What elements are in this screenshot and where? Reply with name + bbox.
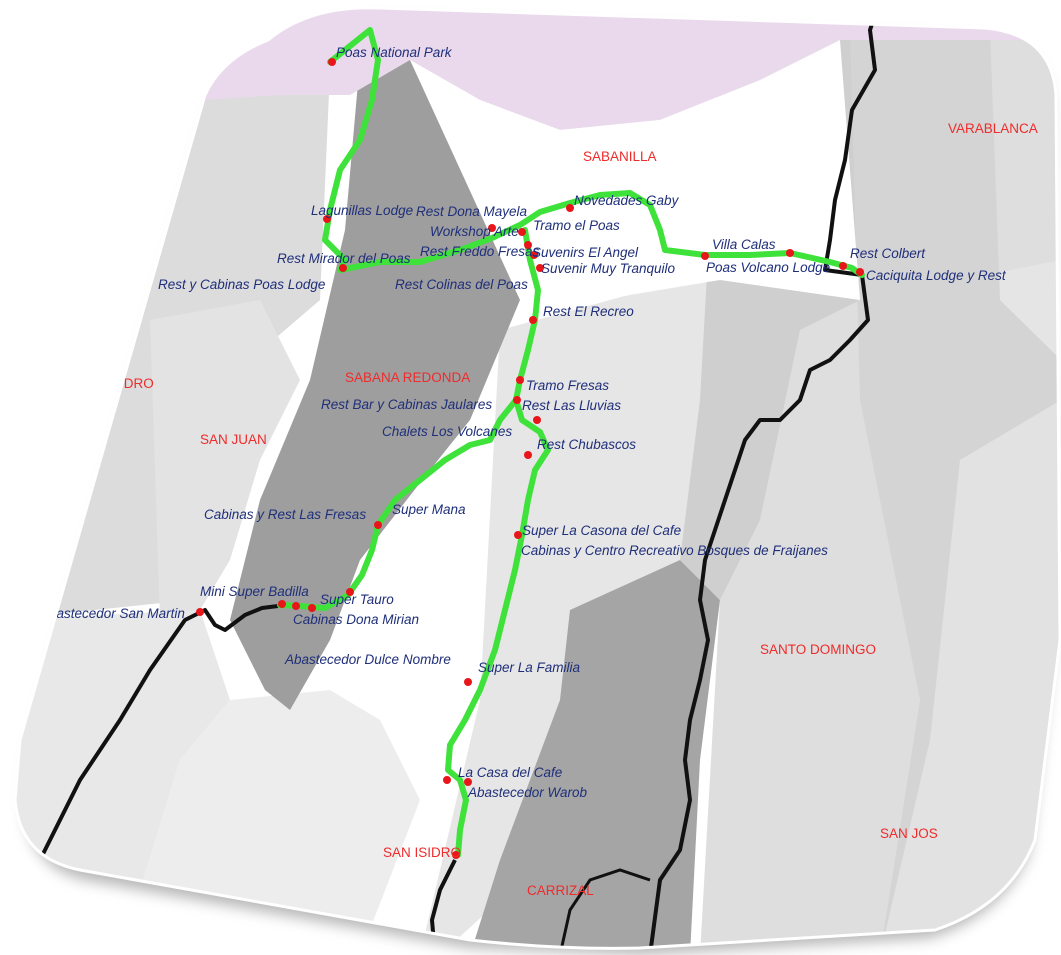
poi-dot[interactable] [339,264,347,272]
district-san-isidro: SAN ISIDRO [383,845,461,860]
label-rest-lluvias[interactable]: Rest Las Lluvias [522,398,621,413]
label-rest-dona-mayela[interactable]: Rest Dona Mayela [416,204,528,219]
poi-dot[interactable] [516,376,524,384]
boundary-carrizal [558,868,651,949]
poi-dot[interactable] [524,451,532,459]
poi-dot[interactable] [443,776,451,784]
district-varablanca: VARABLANCA [948,121,1038,136]
label-super-casona[interactable]: Super La Casona del Cafe [522,523,681,538]
poi-markers [196,58,864,859]
label-villa-calas[interactable]: Villa Calas [712,237,776,252]
label-rest-mirador[interactable]: Rest Mirador del Poas [277,251,411,266]
label-poas-park[interactable]: Poas National Park [336,45,453,60]
poi-dot[interactable] [518,228,526,236]
label-tramo-poas[interactable]: Tramo el Poas [533,218,620,233]
poi-dot[interactable] [464,778,472,786]
poi-dot[interactable] [292,602,300,610]
district-san-jose: SAN JOS [880,826,938,841]
label-super-tauro[interactable]: Super Tauro [320,592,394,607]
label-super-familia[interactable]: Super La Familia [478,660,581,675]
poi-dot[interactable] [529,316,537,324]
poi-dot[interactable] [488,224,496,232]
poi-dot[interactable] [374,521,382,529]
region-sabana-redonda [230,60,520,710]
poi-dot[interactable] [452,851,460,859]
district-labels: VARABLANCA SABANILLA SABANA REDONDA IDRO… [120,121,1038,898]
poi-dot[interactable] [308,604,316,612]
label-suvenirs-angel[interactable]: Suvenirs El Angel [532,245,639,260]
label-rest-chubascos[interactable]: Rest Chubascos [537,437,636,452]
label-suvenir-tranquilo[interactable]: Suvenir Muy Tranquilo [541,261,676,276]
boundary-east [648,7,882,949]
poi-dot[interactable] [856,268,864,276]
poi-labels: Poas National Park Novedades Gaby Laguni… [39,45,1007,800]
poi-dot[interactable] [328,58,336,66]
label-cabinas-dona-mirian[interactable]: Cabinas Dona Mirian [293,612,419,627]
card-edge [13,6,1061,950]
poi-dot[interactable] [524,241,532,249]
region-light-sanjuan [150,300,300,620]
label-abastecedor-warob[interactable]: Abastecedor Warob [467,785,588,800]
poi-dot[interactable] [533,416,541,424]
poi-dot[interactable] [514,531,522,539]
label-casa-cafe[interactable]: La Casa del Cafe [458,765,562,780]
poi-dot[interactable] [701,252,709,260]
label-rest-recreo[interactable]: Rest El Recreo [543,304,634,319]
region-san-jose [880,400,1060,949]
district-sabanilla: SABANILLA [583,149,657,164]
district-carrizal: CARRIZAL [527,883,594,898]
label-rest-freddo[interactable]: Rest Freddo Fresas [420,244,540,259]
label-mini-super-badilla[interactable]: Mini Super Badilla [200,584,309,599]
district-sabana-redonda: SABANA REDONDA [345,370,470,385]
label-abastecedor-san-martin[interactable]: Abastecedor San Martin [39,606,185,621]
label-lagunillas-lodge[interactable]: Lagunillas Lodge [311,203,413,218]
poi-dot[interactable] [566,204,574,212]
label-novedades-gaby[interactable]: Novedades Gaby [574,193,680,208]
district-san-juan: SAN JUAN [200,432,267,447]
label-rest-cabinas-poas[interactable]: Rest y Cabinas Poas Lodge [158,277,325,292]
poi-dot[interactable] [464,678,472,686]
poi-dot[interactable] [346,588,354,596]
label-super-mana[interactable]: Super Mana [392,502,466,517]
poi-dot[interactable] [278,600,286,608]
region-lower-mid [120,690,420,949]
label-tramo-fresas[interactable]: Tramo Fresas [526,378,609,393]
label-workshop[interactable]: Workshop Arte [430,224,519,239]
label-rest-colinas[interactable]: Rest Colinas del Poas [395,277,528,292]
label-caciquita[interactable]: Caciquita Lodge y Rest [866,268,1007,283]
label-poas-volcano-lodge[interactable]: Poas Volcano Lodge [706,260,830,275]
label-rest-colbert[interactable]: Rest Colbert [850,246,926,261]
poi-dot[interactable] [323,215,331,223]
district-santo-domingo: SANTO DOMINGO [760,642,876,657]
poi-dot[interactable] [839,262,847,270]
label-abastecedor-dulce[interactable]: Abastecedor Dulce Nombre [284,652,451,667]
poi-dot[interactable] [513,396,521,404]
region-dark-south [470,560,720,949]
poi-dot[interactable] [786,249,794,257]
label-rest-bar-jaulares[interactable]: Rest Bar y Cabinas Jaulares [321,397,492,412]
poi-dot[interactable] [530,251,538,259]
poi-dot[interactable] [536,264,544,272]
label-cabinas-bosques[interactable]: Cabinas y Centro Recreativo Bosques de F… [521,543,828,558]
poi-dot[interactable] [196,608,204,616]
label-chalets[interactable]: Chalets Los Volcanes [382,424,512,439]
district-isidro: IDRO [120,376,154,391]
label-cabinas-fresas[interactable]: Cabinas y Rest Las Fresas [204,507,366,522]
poas-park-area [200,7,1060,130]
